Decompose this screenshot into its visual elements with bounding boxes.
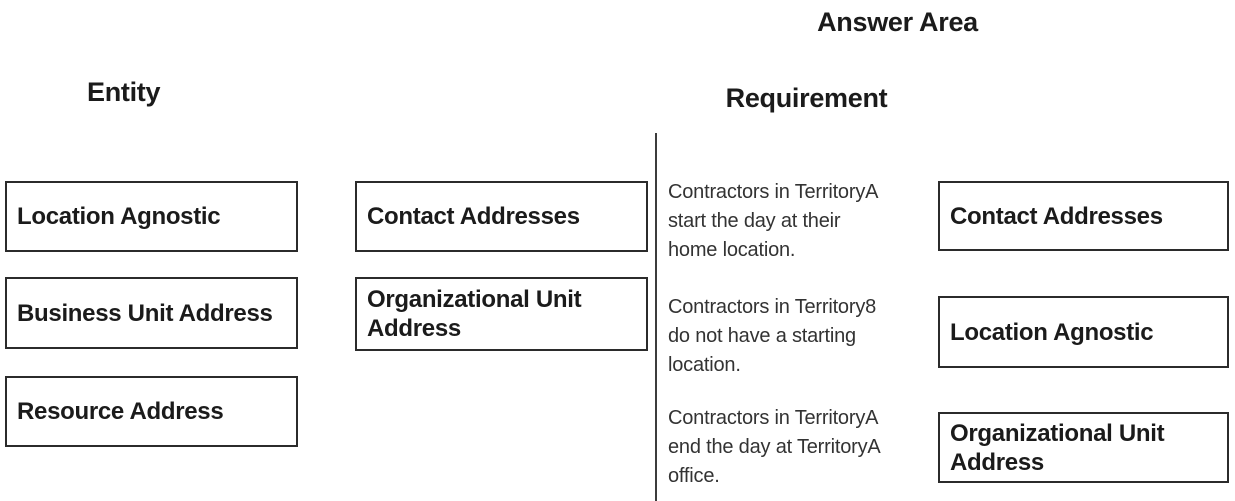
entity-option-contact-addresses[interactable]: Contact Addresses (355, 181, 648, 252)
entity-option-resource-address[interactable]: Resource Address (5, 376, 298, 447)
answer-slot-2[interactable]: Location Agnostic (938, 296, 1229, 368)
vertical-divider-line (655, 133, 657, 501)
requirement-text-3: Contractors in TerritoryA end the day at… (668, 407, 881, 487)
entity-option-organizational-unit-address[interactable]: Organizational Unit Address (355, 277, 648, 351)
answer-area-title: Answer Area (817, 7, 978, 37)
requirement-text-2: Contractors in Territory8 do not have a … (668, 296, 877, 376)
answer-slot-1[interactable]: Contact Addresses (938, 181, 1229, 251)
requirement-column-heading: Requirement (725, 83, 888, 113)
entity-option-location-agnostic[interactable]: Location Agnostic (5, 181, 298, 252)
entity-column-heading: Entity (87, 77, 161, 107)
answer-slot-3[interactable]: Organizational Unit Address (938, 412, 1229, 483)
requirement-text-1: Contractors in TerritoryA start the day … (668, 181, 879, 261)
entity-option-business-unit-address[interactable]: Business Unit Address (5, 277, 298, 349)
